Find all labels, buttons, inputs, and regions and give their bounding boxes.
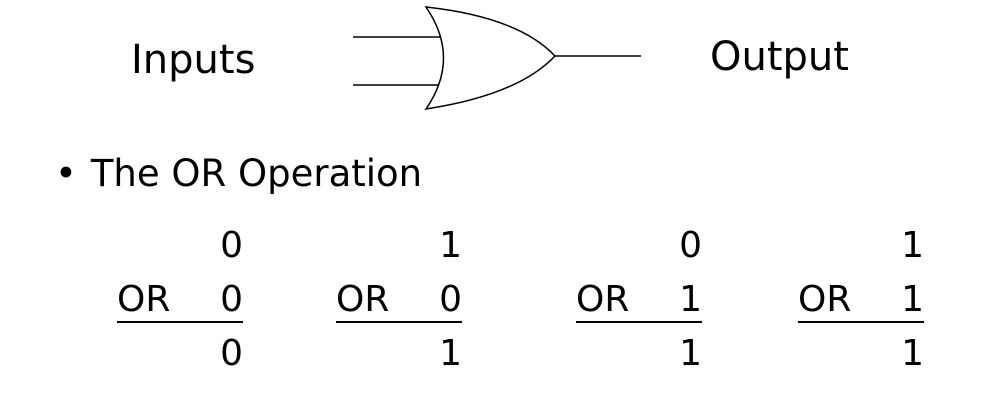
result: 1: [901, 333, 924, 374]
operand-a: 1: [439, 225, 462, 266]
result: 1: [439, 333, 462, 374]
output-label: Output: [710, 34, 849, 80]
operand-b: 1: [679, 279, 702, 320]
bullet-item: • The OR Operation: [55, 155, 422, 192]
or-operator: OR: [798, 279, 852, 320]
or-gate-body: [424, 6, 557, 111]
or-example-1: 0 OR 0 0: [117, 228, 243, 390]
operand-a: 0: [220, 225, 243, 266]
or-operator: OR: [117, 279, 171, 320]
operand-a: 0: [679, 225, 702, 266]
bullet-text: The OR Operation: [90, 152, 423, 195]
operand-b: 1: [901, 279, 924, 320]
inputs-label: Inputs: [131, 37, 256, 83]
or-operator: OR: [576, 279, 630, 320]
result: 1: [679, 333, 702, 374]
result: 0: [220, 333, 243, 374]
or-example-4: 1 OR 1 1: [798, 228, 924, 390]
or-gate-icon: [353, 6, 641, 111]
operand-b: 0: [220, 279, 243, 320]
bullet-icon: •: [55, 152, 77, 195]
sum-line: [336, 321, 462, 323]
operand-b: 0: [439, 279, 462, 320]
sum-line: [798, 321, 924, 323]
or-example-2: 1 OR 0 1: [336, 228, 462, 390]
operand-a: 1: [901, 225, 924, 266]
sum-line: [117, 321, 243, 323]
or-example-3: 0 OR 1 1: [576, 228, 702, 390]
sum-line: [576, 321, 702, 323]
or-operator: OR: [336, 279, 390, 320]
